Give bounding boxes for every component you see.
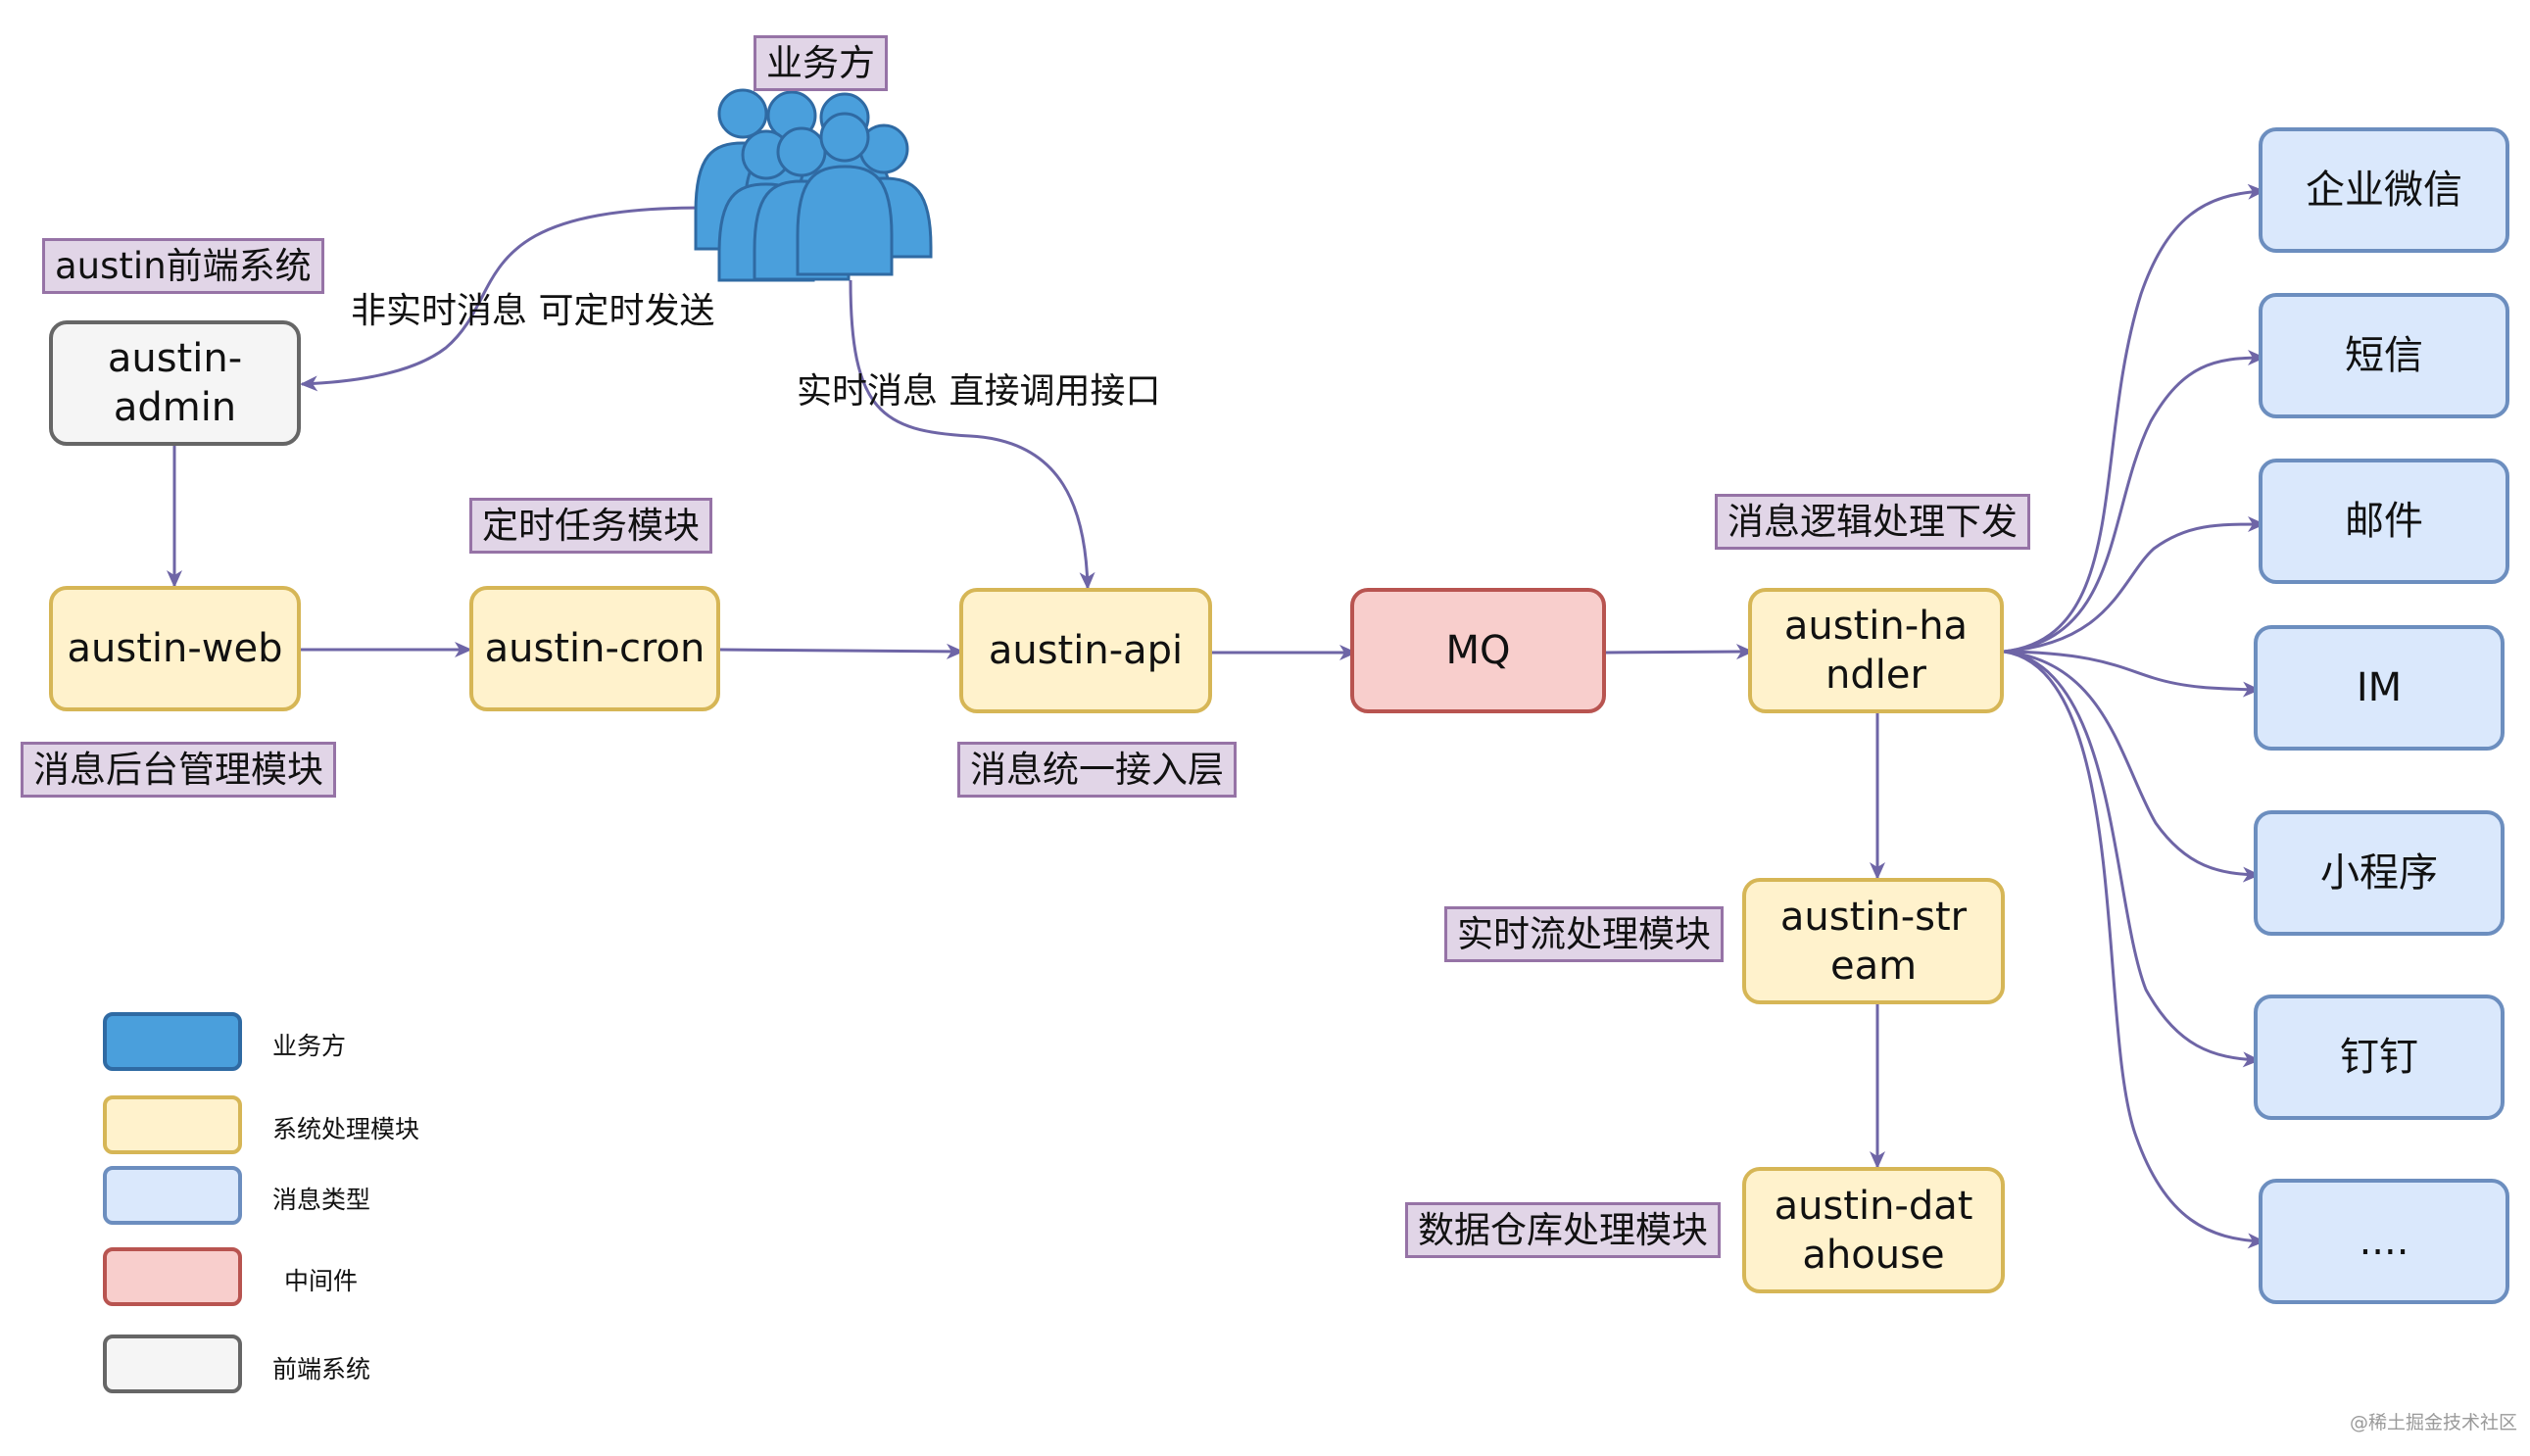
tag-handler-module: 消息逻辑处理下发 bbox=[1715, 494, 2030, 550]
node-channel-miniprogram[interactable]: 小程序 bbox=[2254, 810, 2505, 936]
node-austin-cron-label: austin-cron bbox=[484, 626, 705, 671]
legend-label: 前端系统 bbox=[272, 1355, 371, 1383]
edge-handler-to-dingtalk bbox=[2003, 650, 2261, 1068]
node-austin-stream[interactable]: austin-stream bbox=[1742, 878, 2005, 1004]
channel-label: 小程序 bbox=[2320, 850, 2438, 896]
node-channel-im[interactable]: IM bbox=[2254, 625, 2505, 751]
edge-users-to-admin bbox=[300, 206, 705, 392]
edge-label-non-realtime: 非实时消息 可定时发送 bbox=[351, 291, 715, 331]
legend-label: 中间件 bbox=[284, 1267, 359, 1295]
node-austin-handler[interactable]: austin-handler bbox=[1748, 588, 2004, 713]
node-austin-datahouse[interactable]: austin-datahouse bbox=[1742, 1167, 2005, 1293]
legend-swatch bbox=[103, 1247, 242, 1306]
node-austin-cron[interactable]: austin-cron bbox=[469, 586, 720, 711]
edge-users-to-api bbox=[849, 279, 1095, 590]
node-mq[interactable]: MQ bbox=[1350, 588, 1606, 713]
channel-label: IM bbox=[2356, 665, 2403, 710]
node-austin-api-label: austin-api bbox=[988, 628, 1184, 673]
node-mq-label: MQ bbox=[1445, 628, 1511, 673]
edge-handler-to-miniprogram bbox=[2003, 650, 2261, 883]
node-austin-admin-label: austin-admin bbox=[107, 336, 243, 430]
legend-label: 系统处理模块 bbox=[272, 1115, 420, 1143]
edge-handler-to-more bbox=[2003, 650, 2265, 1249]
channel-label: 企业微信 bbox=[2306, 168, 2462, 213]
users-group-icon bbox=[694, 88, 933, 282]
node-austin-admin[interactable]: austin-admin bbox=[49, 320, 301, 446]
channel-label: 短信 bbox=[2345, 333, 2423, 378]
node-channel-dingtalk[interactable]: 钉钉 bbox=[2254, 995, 2505, 1120]
node-austin-web-label: austin-web bbox=[67, 626, 283, 671]
channel-label: 钉钉 bbox=[2340, 1035, 2418, 1080]
node-austin-api[interactable]: austin-api bbox=[959, 588, 1212, 713]
node-austin-datahouse-label: austin-datahouse bbox=[1774, 1183, 1973, 1278]
tag-cron-module: 定时任务模块 bbox=[469, 498, 712, 554]
edge-cron-to-api bbox=[719, 643, 964, 659]
watermark: @稀土掘金技术社区 bbox=[2350, 1412, 2518, 1433]
legend-label: 消息类型 bbox=[272, 1186, 371, 1214]
legend-swatch bbox=[103, 1335, 242, 1393]
node-channel-sms[interactable]: 短信 bbox=[2259, 293, 2509, 418]
edge-handler-to-wechat-work bbox=[2003, 183, 2265, 654]
channel-label: .... bbox=[2359, 1219, 2409, 1264]
tag-datahouse-module: 数据仓库处理模块 bbox=[1405, 1202, 1721, 1258]
node-austin-handler-label: austin-handler bbox=[1783, 604, 1969, 698]
node-austin-web[interactable]: austin-web bbox=[49, 586, 301, 711]
legend-swatch bbox=[103, 1166, 242, 1225]
tag-business: 业务方 bbox=[754, 35, 888, 91]
edge-label-realtime: 实时消息 直接调用接口 bbox=[797, 371, 1161, 412]
node-channel-more[interactable]: .... bbox=[2259, 1179, 2509, 1304]
legend-swatch bbox=[103, 1012, 242, 1071]
edge-handler-to-sms bbox=[2003, 350, 2265, 654]
tag-frontend-system: austin前端系统 bbox=[42, 238, 324, 294]
legend-swatch bbox=[103, 1095, 242, 1154]
edge-handler-to-im bbox=[2003, 650, 2261, 698]
node-channel-email[interactable]: 邮件 bbox=[2259, 459, 2509, 584]
tag-backend-module: 消息后台管理模块 bbox=[21, 742, 336, 798]
edge-mq-to-handler bbox=[1605, 644, 1754, 660]
legend-label: 业务方 bbox=[272, 1032, 347, 1060]
edge-handler-to-email bbox=[2003, 516, 2265, 654]
channel-label: 邮件 bbox=[2345, 499, 2423, 544]
node-channel-wechat-work[interactable]: 企业微信 bbox=[2259, 127, 2509, 253]
tag-access-layer: 消息统一接入层 bbox=[957, 742, 1237, 798]
tag-stream-module: 实时流处理模块 bbox=[1444, 906, 1724, 962]
node-austin-stream-label: austin-stream bbox=[1779, 894, 1968, 989]
